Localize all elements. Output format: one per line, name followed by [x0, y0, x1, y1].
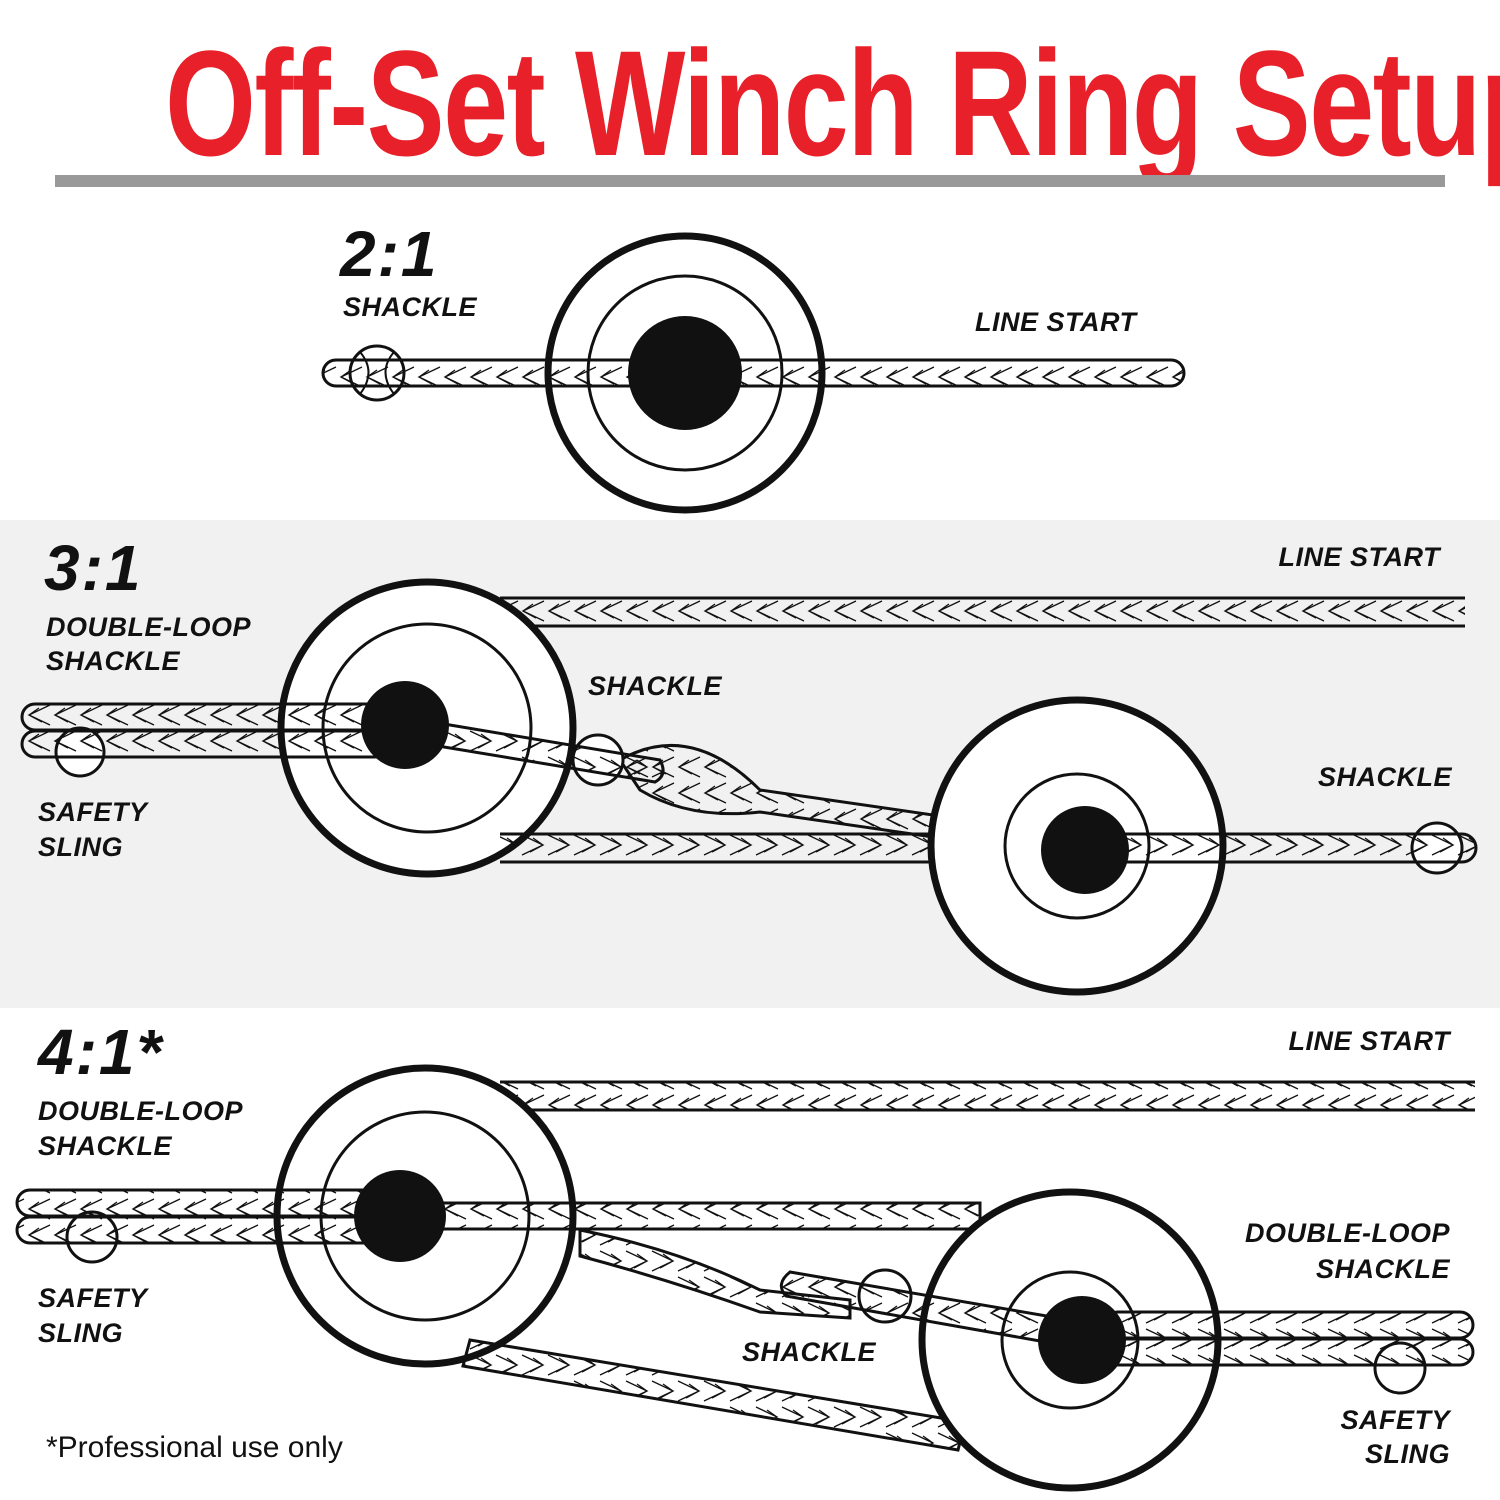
- label-safety: SAFETY: [1340, 1405, 1450, 1435]
- label-sling: SLING: [38, 832, 124, 862]
- label-shackle: SHACKLE: [588, 671, 723, 701]
- rope-segment: [430, 1201, 982, 1231]
- rope-segment: [461, 1338, 967, 1452]
- label-double-loop-shackle: SHACKLE: [38, 1131, 173, 1161]
- rope-segment: [321, 358, 660, 388]
- setup-3-1: [20, 578, 1478, 996]
- rope-segment: [20, 702, 389, 732]
- winch-ring: [277, 578, 577, 878]
- setup-2-1: [321, 232, 1186, 514]
- label-double-loop: DOUBLE-LOOP: [38, 1096, 243, 1126]
- label-double-loop-shackle: SHACKLE: [46, 646, 181, 676]
- label-sling: SLING: [1364, 1439, 1450, 1469]
- rope-segment: [779, 1270, 1076, 1348]
- label-sling: SLING: [38, 1318, 124, 1348]
- label-shackle: SHACKLE: [742, 1337, 877, 1367]
- rope-segment: [1110, 832, 1478, 864]
- rope-segment: [500, 598, 1465, 626]
- title-underline: [55, 175, 1445, 187]
- winch-ring: [927, 696, 1227, 996]
- label-shackle: SHACKLE: [1317, 762, 1452, 792]
- label-double-loop-shackle: SHACKLE: [1315, 1254, 1450, 1284]
- ratio-label-4-1: 4:1*: [38, 1016, 164, 1088]
- ratio-label-2-1: 2:1: [340, 218, 439, 290]
- ratio-label-3-1: 3:1: [44, 532, 143, 604]
- footnote: *Professional use only: [46, 1431, 343, 1464]
- label-safety: SAFETY: [38, 1283, 148, 1313]
- rope-segment: [500, 1082, 1475, 1110]
- label-shackle: SHACKLE: [343, 292, 478, 322]
- setup-4-1: [15, 1064, 1475, 1492]
- page-title: Off-Set Winch Ring Setup: [165, 19, 1500, 187]
- rope-segment: [1103, 1337, 1475, 1367]
- rope-segment: [617, 744, 942, 840]
- rope-segment: [1103, 1310, 1475, 1340]
- label-safety: SAFETY: [38, 797, 148, 827]
- rope-segment: [15, 1188, 389, 1218]
- label-line-start: LINE START: [1278, 542, 1440, 572]
- label-line-start: LINE START: [1288, 1026, 1450, 1056]
- label-double-loop: DOUBLE-LOOP: [1245, 1218, 1450, 1248]
- rope-segment: [20, 729, 389, 759]
- rope-segment: [682, 358, 1186, 388]
- rope-segment: [428, 721, 665, 784]
- rope-segment: [15, 1215, 389, 1245]
- rope-segment: [578, 1228, 852, 1320]
- label-double-loop: DOUBLE-LOOP: [46, 612, 251, 642]
- label-line-start: LINE START: [975, 307, 1137, 337]
